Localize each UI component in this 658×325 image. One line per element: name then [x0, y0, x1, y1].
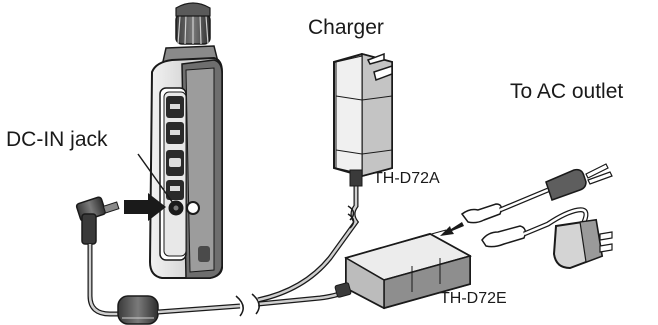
- model-e-label: TH-D72E: [440, 290, 507, 307]
- adapter-th-d72e: [334, 229, 472, 310]
- dc-plug: [75, 196, 120, 245]
- antenna-knob: [175, 2, 211, 45]
- dc-in-leader-line: [137, 153, 174, 204]
- dc-in-jack: [168, 200, 184, 216]
- adapter-insert-arrow: [440, 222, 464, 236]
- charger-label: Charger: [308, 16, 384, 39]
- side-buttons: [166, 96, 184, 200]
- speaker-jack: [186, 201, 200, 215]
- dc-in-jack-label: DC-IN jack: [6, 128, 108, 151]
- charger-th-d72a: [333, 52, 393, 187]
- dc-cable: [87, 244, 120, 317]
- ac-cord-upper: [460, 163, 613, 224]
- ferrite-core: [117, 295, 159, 325]
- ac-outlet-label: To AC outlet: [510, 80, 624, 103]
- insert-arrow: [124, 193, 166, 221]
- radio: [148, 2, 223, 279]
- ac-cord-lower: [481, 207, 613, 270]
- model-a-label: TH-D72A: [373, 170, 440, 187]
